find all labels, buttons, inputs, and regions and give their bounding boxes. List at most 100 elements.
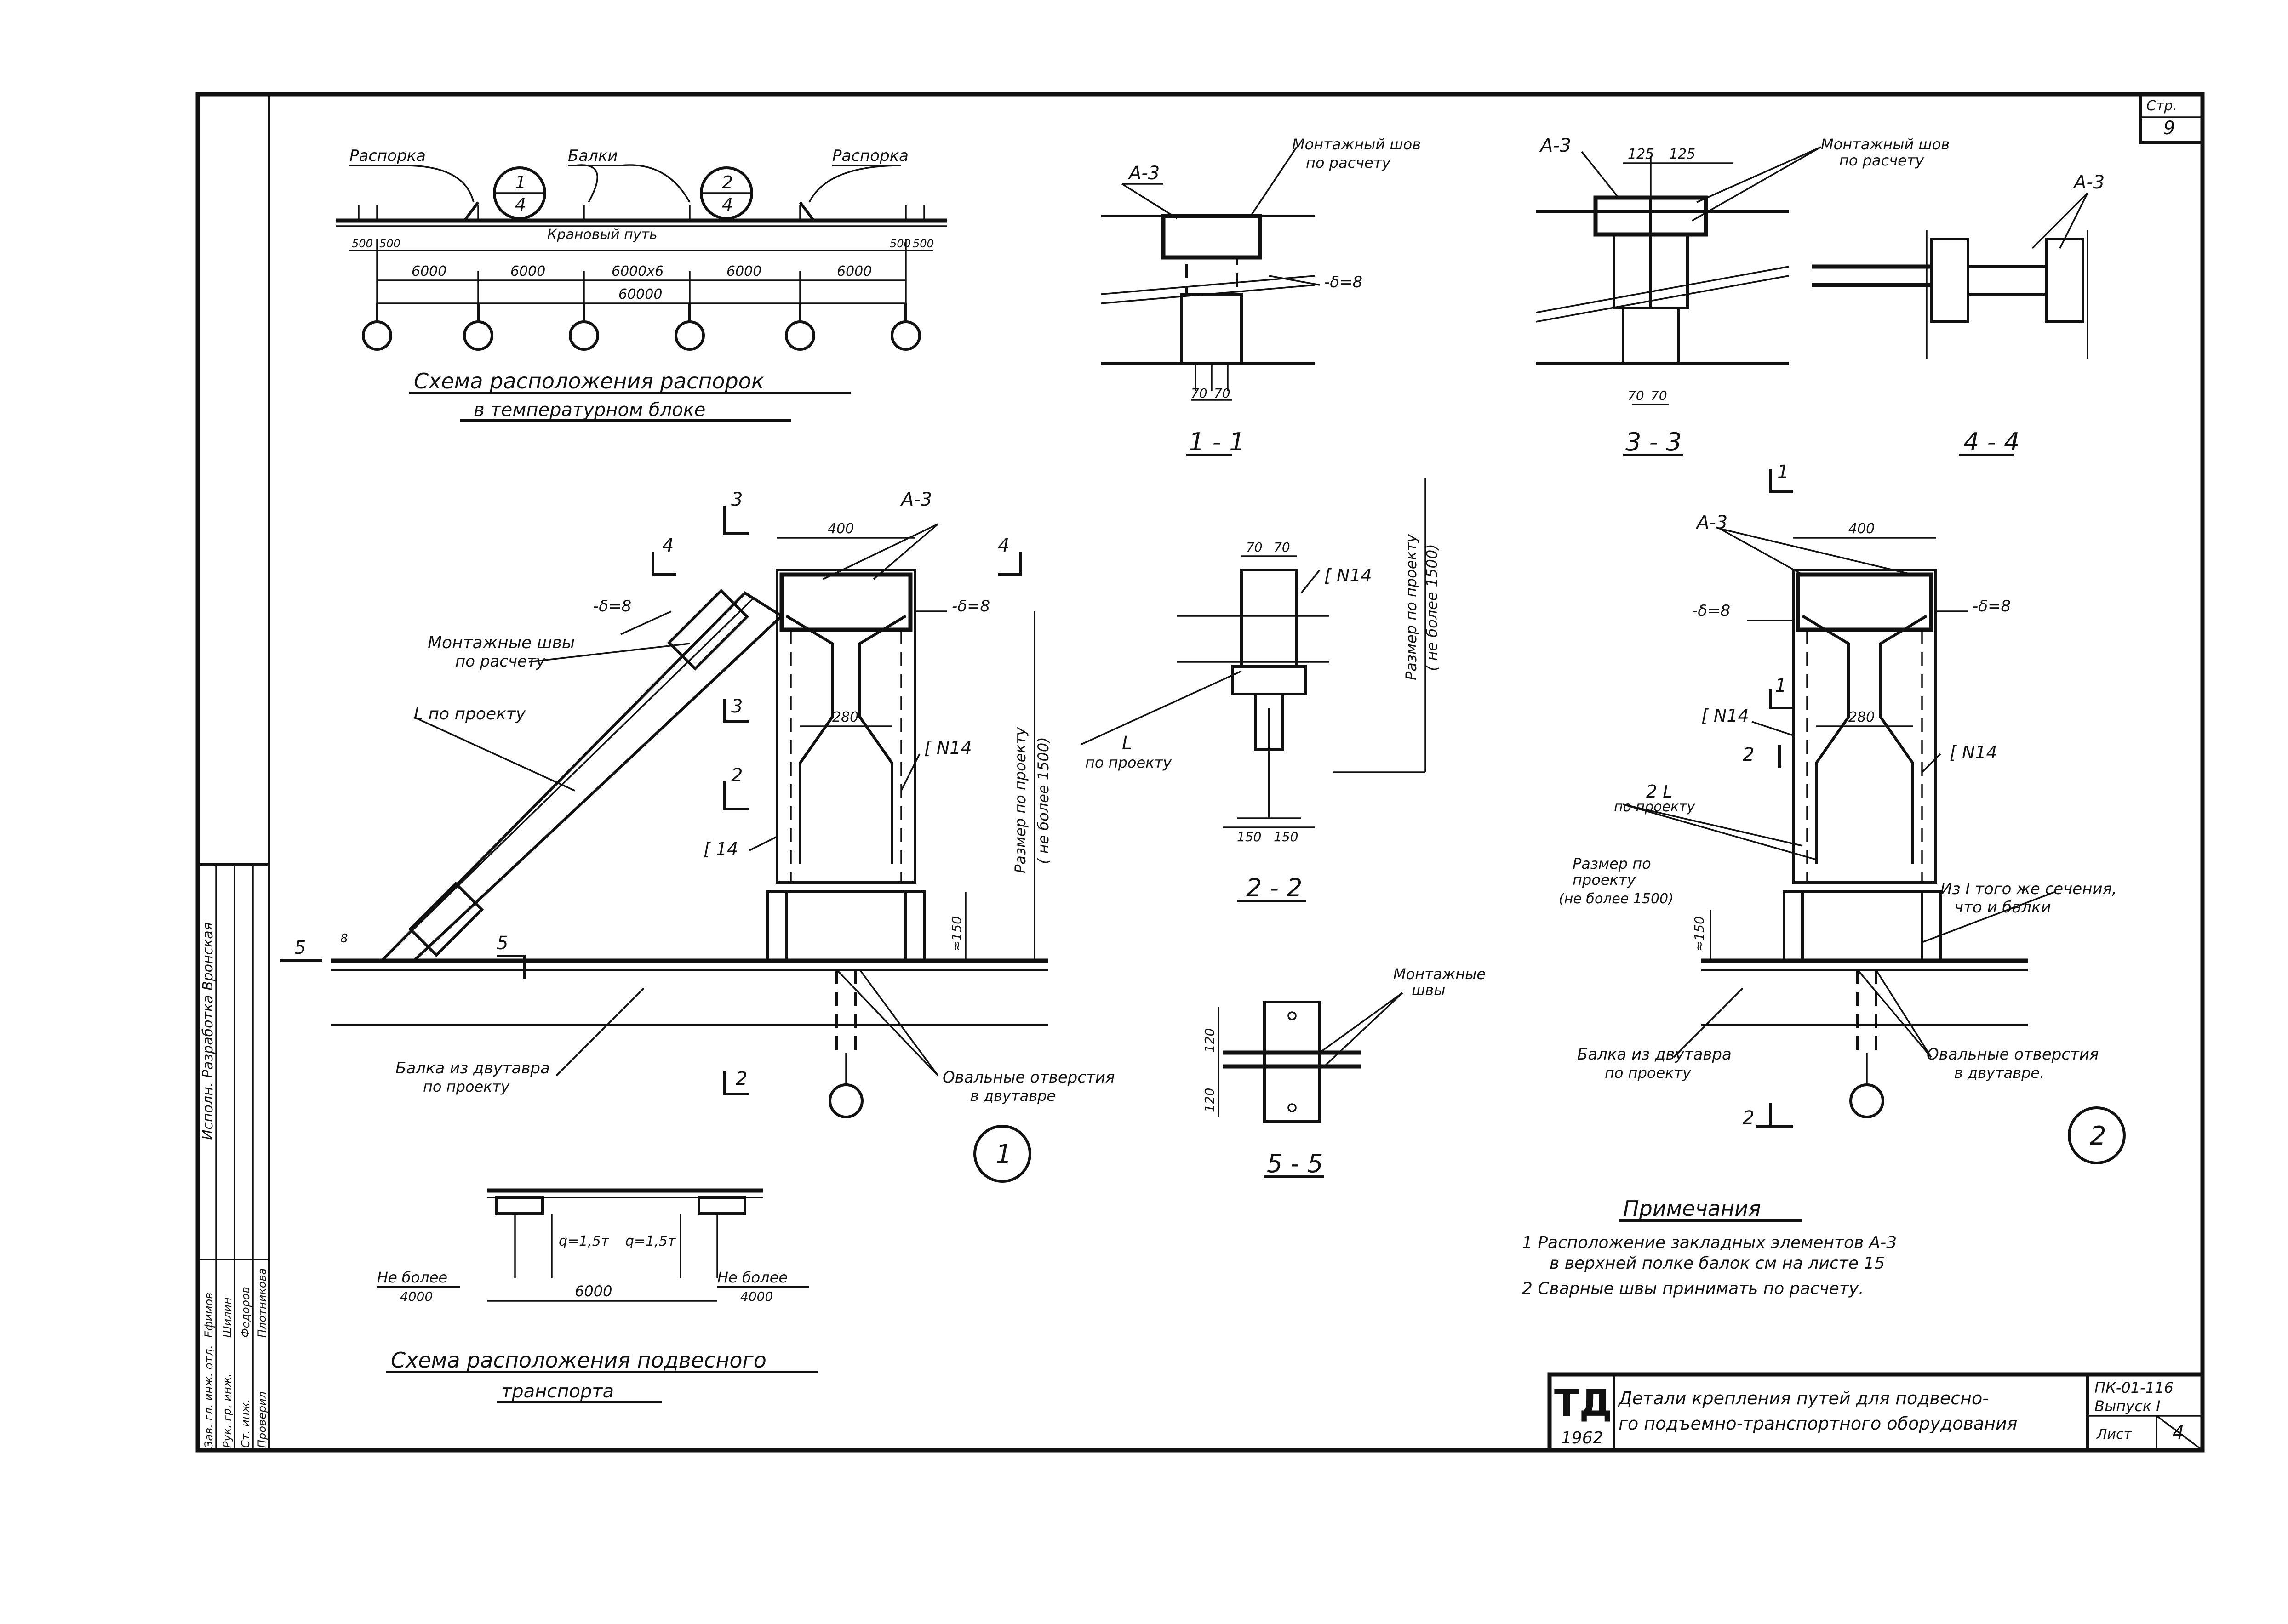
stamp-row-4-name: Плотникова (256, 1268, 269, 1338)
caption-bracing-2: в температурном блоке (474, 399, 705, 421)
section-4-4 (1812, 192, 2088, 456)
callout-2-top: 2 (722, 172, 733, 193)
ts-q2: q=1,5т (625, 1233, 676, 1249)
s22-channel: [ N14 (1324, 565, 1372, 586)
s11-weld2: по расчету (1306, 154, 1391, 171)
s33-d70b: 70 (1651, 388, 1667, 403)
n2-d150: ≈150 (1692, 916, 1707, 952)
dim-500b: 500 (379, 237, 400, 250)
transport-scheme (377, 1188, 818, 1403)
ts-left-note: Не более (377, 1269, 447, 1286)
stamp-row-3-role: Ст. инж. (239, 1399, 252, 1448)
callout-2-bottom: 4 (722, 194, 733, 215)
n2-plate-left: -δ=8 (1692, 602, 1730, 620)
callout-1-top: 1 (515, 172, 526, 193)
caption-bracing-1: Схема расположения распорок (414, 369, 764, 393)
n1-d8: 8 (340, 932, 348, 946)
n1-beam2: по проекту (423, 1078, 510, 1095)
n2-same-section2: что и балки (1954, 898, 2051, 917)
n2-mark2-bottom: 2 (1743, 1107, 1754, 1128)
n2-same-section: Из I того же сечения, (1940, 880, 2117, 898)
n1-plate-left: -δ=8 (593, 597, 631, 615)
stamp-vertical-text: Исполн. Разработка Вронская (200, 922, 216, 1140)
s55-title: 5 - 5 (1267, 1149, 1323, 1178)
n2-d400: 400 (1848, 521, 1875, 537)
n1-welds2: по расчету (455, 652, 546, 671)
s33-d70a: 70 (1628, 388, 1644, 403)
section-5-5 (1218, 992, 1403, 1178)
s22-angle: L (1122, 733, 1132, 754)
n2-size-text: Размер по (1573, 855, 1651, 872)
stamp-row-4-role: Проверил (256, 1391, 269, 1448)
s11-a3: А-3 (1127, 163, 1160, 184)
dim-500a: 500 (352, 237, 373, 250)
stamp-row-3-name: Федоров (239, 1287, 252, 1338)
notes-item-1: 1 Расположение закладных элементов А-3 (1522, 1233, 1897, 1252)
left-stamp (196, 863, 270, 1452)
stamp-row-2-name: Шилин (221, 1297, 234, 1338)
ts-d6000: 6000 (575, 1282, 612, 1300)
n2-mark2-mid: 2 (1743, 744, 1754, 765)
label-balki: Балки (568, 147, 618, 165)
ts-right-note: Не более (717, 1269, 788, 1286)
n1-angle: L по проекту (414, 705, 526, 724)
title-block (1547, 1372, 2205, 1453)
s22-d150a: 150 (1237, 829, 1261, 844)
n1-mark2-bottom: 2 (736, 1068, 747, 1089)
n2-a3: А-3 (1695, 512, 1727, 533)
n1-d280: 280 (832, 709, 858, 725)
s55-welds2: швы (1412, 981, 1445, 999)
n2-plate-right: -δ=8 (1973, 597, 2011, 615)
bracing-scheme (336, 164, 947, 422)
callout-1-bottom: 4 (515, 194, 526, 215)
ts-left-val: 4000 (400, 1289, 433, 1304)
n2-size-text3: (не более 1500) (1559, 891, 1674, 907)
title-line-1: Детали крепления путей для подвесно- (1618, 1388, 1989, 1408)
label-rasporka-right: Распорка (832, 147, 909, 165)
n1-channel-right: [ N14 (924, 738, 972, 758)
n1-plate-right: -δ=8 (952, 597, 990, 615)
dim-6000d: 6000 (837, 263, 872, 279)
dim-total: 60000 (618, 286, 662, 302)
s11-weld: Монтажный шов (1292, 136, 1421, 153)
n1-mark4-left: 4 (662, 535, 674, 556)
s33-a3: А-3 (1539, 135, 1571, 156)
title-sheet-value: 4 (2173, 1422, 2184, 1443)
notes-item-2: в верхней полке балок см на листе 15 (1550, 1254, 1885, 1273)
n1-mark3-mid: 3 (731, 696, 743, 717)
n2-angles: 2 L (1646, 781, 1672, 802)
section-2-2 (1080, 478, 1426, 902)
n1-welds: Монтажные швы (428, 633, 575, 652)
stamp-row-1-name: Ефимов (202, 1293, 215, 1338)
ts-right-val: 4000 (740, 1289, 773, 1304)
s33-title: 3 - 3 (1625, 427, 1682, 456)
n1-holes: Овальные отверстия (943, 1068, 1115, 1087)
n1-circle: 1 (995, 1140, 1012, 1169)
n2-angles2: по проекту (1614, 799, 1696, 815)
n1-beam: Балка из двутавра (395, 1059, 550, 1077)
n1-size-text: Размер по проекту (1012, 727, 1029, 873)
s22-d150b: 150 (1274, 829, 1298, 844)
s22-angle2: по проекту (1085, 754, 1172, 771)
s11-plate: -δ=8 (1324, 273, 1362, 291)
stamp-row-2-role: Рук. гр. инж. (221, 1373, 234, 1448)
ts-caption-2: транспорта (501, 1381, 614, 1402)
n2-holes: Овальные отверстия (1927, 1045, 2099, 1064)
dim-6000c: 6000 (726, 263, 761, 279)
ts-caption-1: Схема расположения подвесного (391, 1348, 766, 1373)
sheet-frame (195, 92, 2205, 1453)
ts-q1: q=1,5т (559, 1233, 610, 1249)
n2-d280: 280 (1848, 709, 1875, 725)
n1-size-text2: ( не более 1500) (1035, 737, 1052, 864)
dim-6000b: 6000 (510, 263, 545, 279)
label-rasporka-left: Распорка (349, 147, 426, 165)
s11-d70a: 70 (1191, 386, 1207, 401)
n2-channel-left: [ N14 (1701, 706, 1749, 726)
s33-d125a: 125 (1628, 146, 1654, 162)
n1-holes2: в двутавре (970, 1087, 1056, 1105)
dim-6000x6: 6000х6 (612, 263, 664, 279)
s22-d70b: 70 (1274, 540, 1290, 555)
title-issue: Выпуск I (2094, 1397, 2161, 1415)
title-year: 1962 (1561, 1429, 1603, 1447)
n2-holes2: в двутавре. (1954, 1064, 2044, 1082)
